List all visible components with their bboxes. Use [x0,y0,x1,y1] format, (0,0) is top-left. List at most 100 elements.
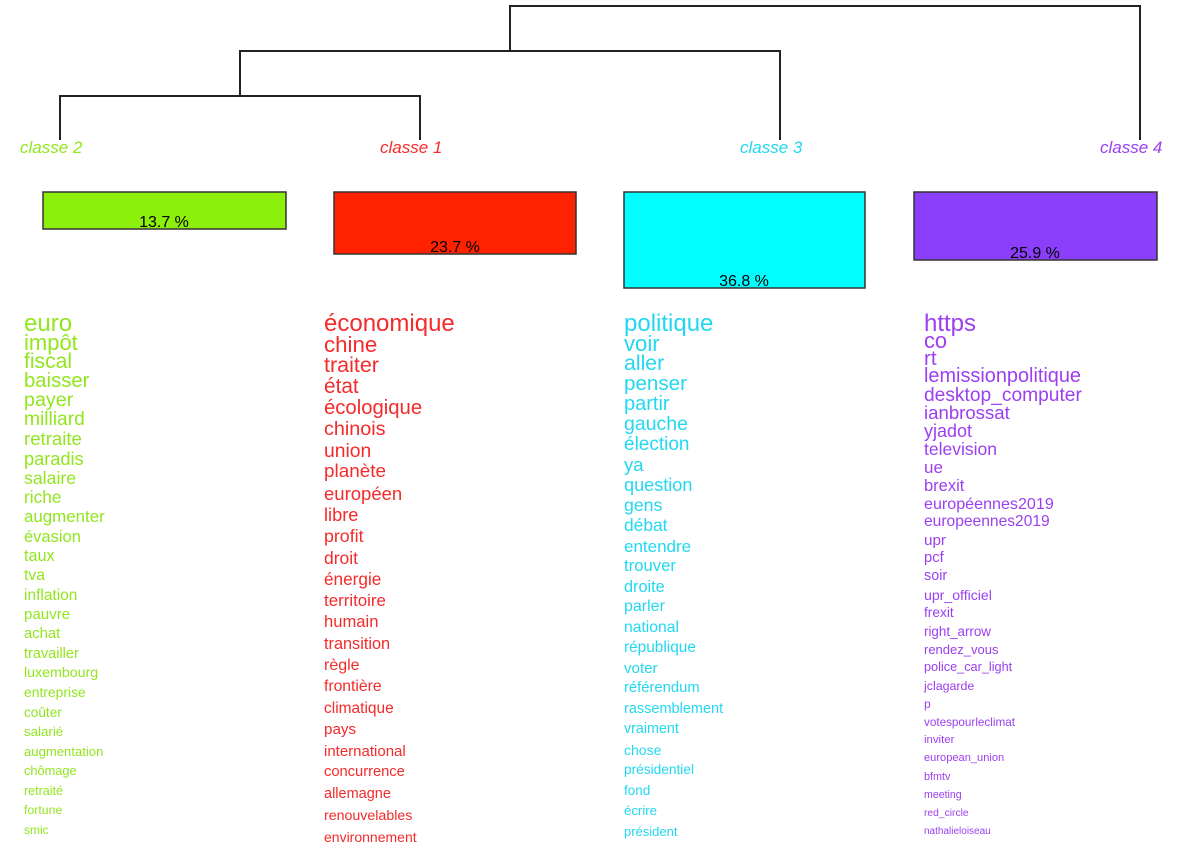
word-item: union [324,440,372,462]
word-item: nathalieloiseau [924,825,991,837]
word-item: fond [624,782,651,798]
word-item: entreprise [24,684,86,701]
word-item: luxembourg [24,665,99,682]
word-item: frexit [924,605,954,621]
word-item: co [924,328,948,354]
word-item: inflation [24,586,78,604]
word-item: rt [924,346,937,370]
class-bar-2 [42,191,287,230]
word-item: économique [324,310,455,337]
word-item: ya [624,453,644,475]
word-item: rendez_vous [924,642,999,658]
word-item: paradis [24,448,84,469]
word-item: pauvre [24,606,71,624]
word-item: soir [924,568,948,585]
class-bar-3 [623,191,866,289]
class-bar-1 [333,191,577,255]
word-item: payer [24,388,74,411]
word-item: p [924,697,931,712]
word-item: salaire [24,467,77,488]
word-item: desktop_computer [924,384,1082,406]
word-item: meeting [924,789,962,802]
word-item: élection [624,434,690,455]
word-item: augmenter [24,506,105,526]
word-item: ue [924,458,943,478]
word-item: président [624,823,678,839]
class-label-2: classe 2 [20,138,83,157]
class-percent-4: 25.9 % [1010,245,1060,262]
word-item: état [324,374,359,398]
word-item: national [624,618,679,636]
word-item: voter [624,659,658,677]
word-item: penser [624,371,687,395]
word-item: droit [324,547,359,568]
word-item: présidentiel [624,762,695,777]
word-item: européennes2019 [924,494,1054,513]
word-item: écologique [324,397,423,420]
word-item: débat [624,515,668,535]
word-item: brexit [924,476,965,495]
word-item: transition [324,634,391,653]
word-item: chose [624,741,662,758]
class-percent-1: 23.7 % [430,239,480,256]
word-item: votespourleclimat [924,715,1015,729]
word-item: bfmtv [924,770,951,783]
word-item: television [924,438,997,459]
class-label-1: classe 1 [380,138,442,157]
word-item: droite [624,577,665,596]
word-item: référendum [624,680,700,696]
word-item: entendre [624,536,692,556]
word-item: concurrence [324,764,405,781]
word-item: police_car_light [924,660,1013,675]
word-item: république [624,639,696,656]
word-item: riche [24,487,62,508]
word-item: parler [624,598,665,615]
word-item: pcf [924,550,944,567]
word-item: baisser [24,370,90,393]
word-item: humain [324,612,379,632]
word-item: rassemblement [624,700,724,717]
class-label-4: classe 4 [1100,138,1162,157]
word-item: vraiment [624,721,679,737]
word-item: fortune [24,803,63,818]
word-item: pays [324,721,357,739]
word-item: international [324,742,406,760]
word-item: énergie [324,569,382,590]
word-item: retraité [24,783,63,798]
link-root-class4 [509,5,1141,140]
word-item: traiter [324,353,379,378]
word-item: profit [324,525,364,546]
word-item: territoire [324,590,386,610]
word-item: évasion [24,527,81,546]
word-item: european_union [924,752,1005,765]
word-item: règle [324,656,360,674]
word-item: europeennes2019 [924,513,1050,531]
word-item: red_circle [924,807,969,819]
link-class2-class1 [59,95,421,140]
word-item: chine [324,331,378,357]
word-item: lemissionpolitique [924,365,1081,388]
word-item: renouvelables [324,807,413,824]
word-item: euro [24,310,73,337]
word-item: salarié [24,724,64,740]
word-item: right_arrow [924,623,991,639]
word-item: question [624,475,693,495]
word-item: retraite [24,428,82,450]
word-item: milliard [24,409,85,431]
word-item: libre [324,505,359,526]
word-item: ianbrossat [924,401,1010,423]
dendrogram-links [59,5,1141,140]
word-item: gens [624,494,663,515]
word-item: upr_officiel [924,586,992,603]
word-item: allemagne [324,786,391,803]
word-item: fiscal [24,350,73,374]
word-item: travailler [24,645,79,662]
word-item: gauche [624,412,688,435]
word-item: écrire [624,803,657,818]
word-item: jclagarde [924,678,975,693]
word-item: inviter [924,733,955,746]
